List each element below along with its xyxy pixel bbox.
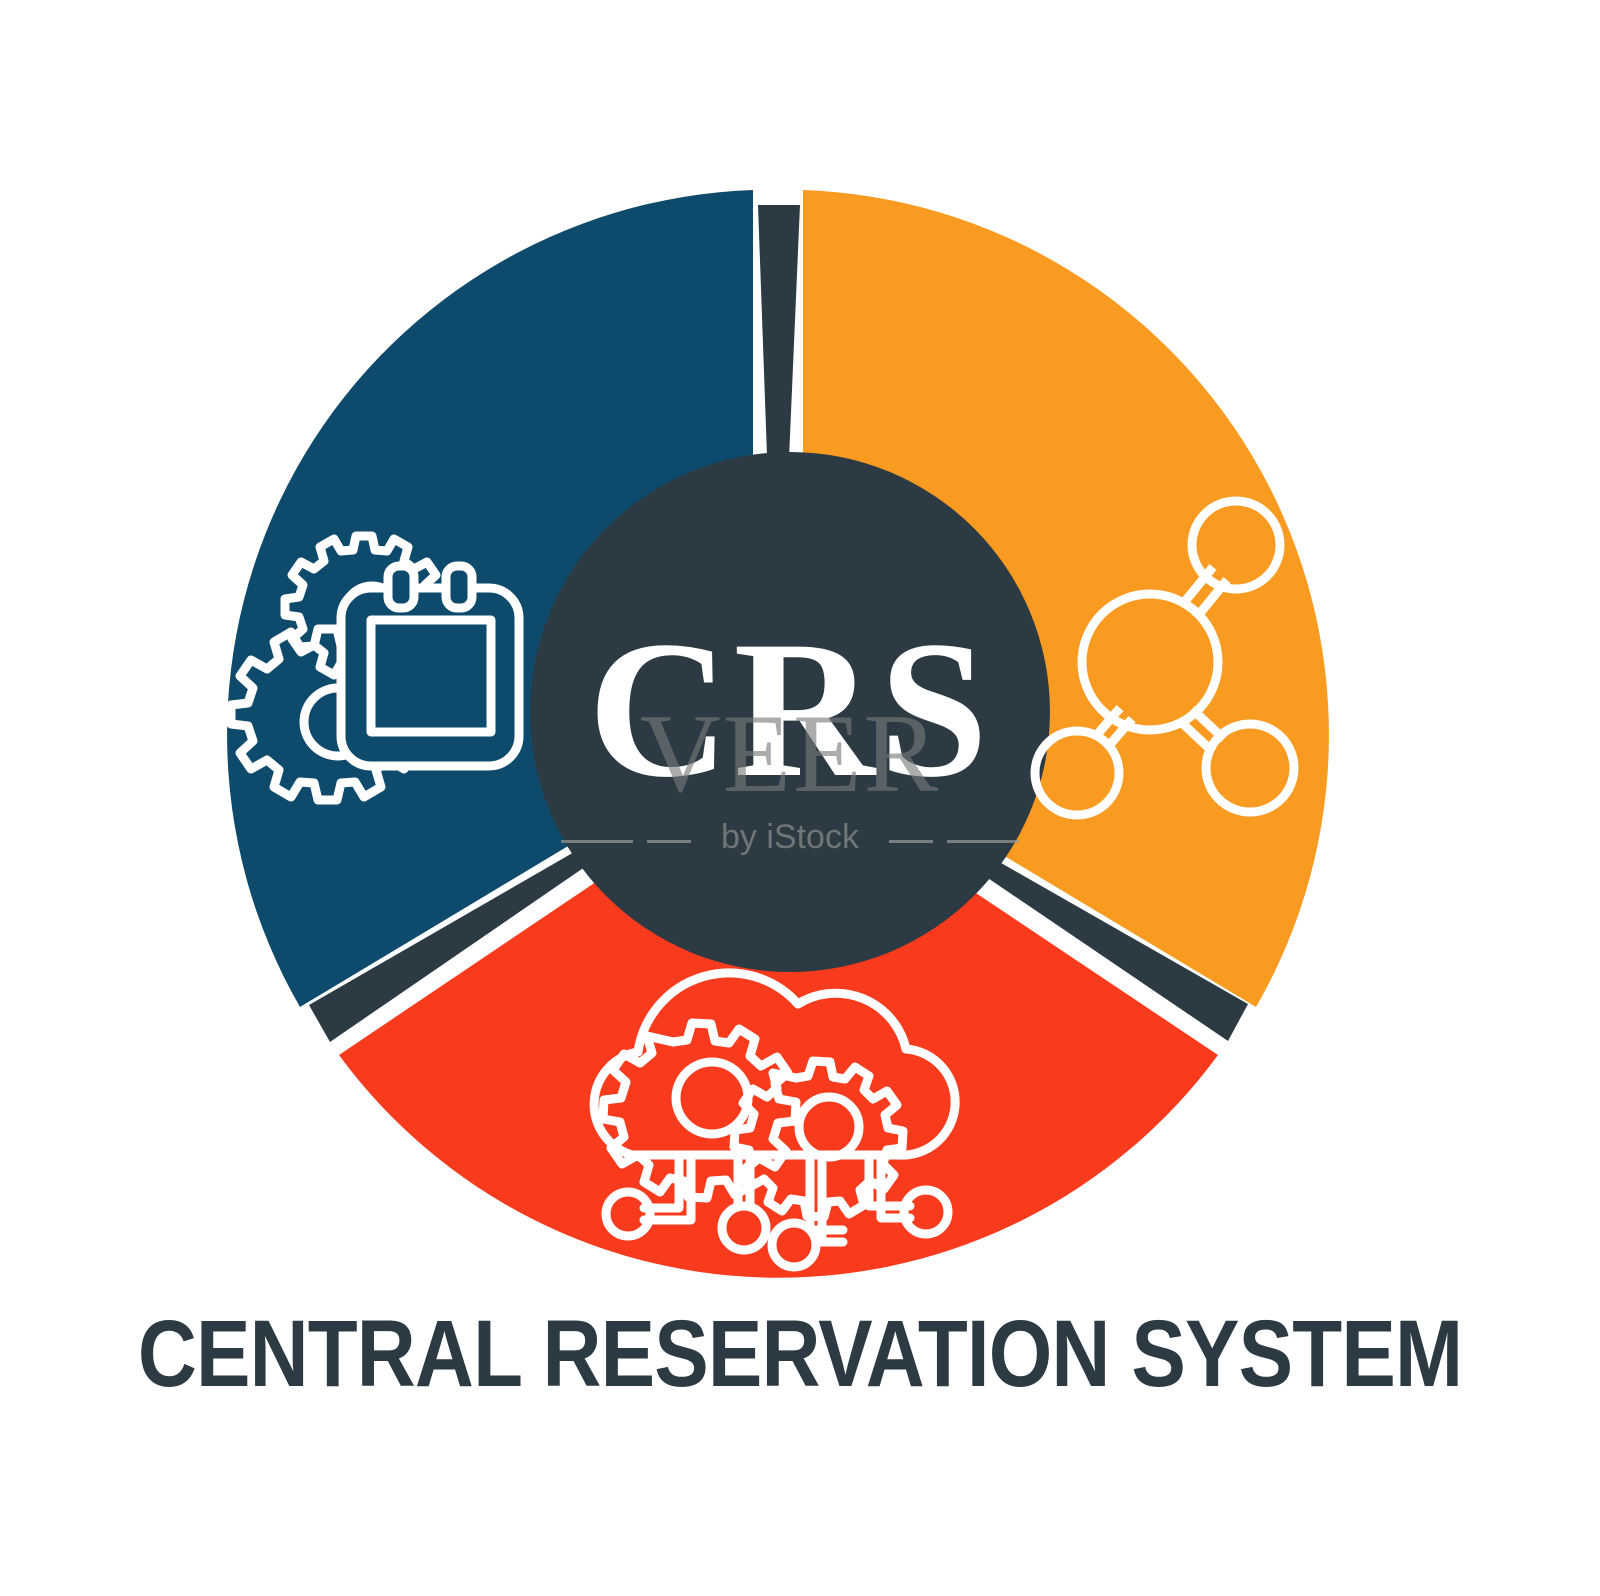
calendar-gears-icon: [226, 531, 524, 805]
donut-svg: [226, 190, 1329, 1278]
cloud-computing-gears-icon: [589, 968, 960, 1272]
center-hub-circle[interactable]: [530, 452, 1050, 972]
donut-chart: [226, 190, 1329, 1278]
network-nodes-icon: [1030, 496, 1299, 820]
page-title: CENTRAL RESERVATION SYSTEM: [137, 1301, 1463, 1407]
segment-red[interactable]: [339, 760, 1218, 1278]
